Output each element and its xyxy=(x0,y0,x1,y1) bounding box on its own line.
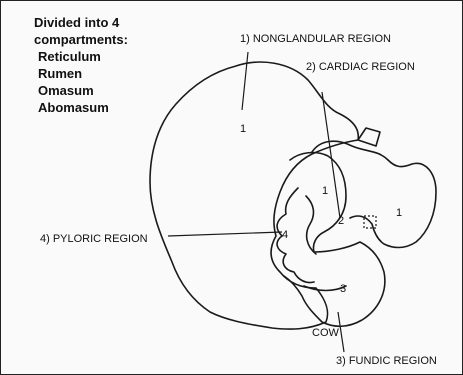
fundic-leader-line xyxy=(338,312,344,352)
pyloric-leader-line xyxy=(168,232,282,236)
abomasum-inner-fold xyxy=(306,196,316,254)
label-cow: COW xyxy=(312,327,340,339)
number-pyloric: 4 xyxy=(282,229,288,241)
label-nonglandular-region: 1) NONGLANDULAR REGION xyxy=(240,33,391,45)
nonglandular-leader-line xyxy=(242,52,248,110)
number-reticulum: 1 xyxy=(322,185,328,197)
number-fundic: 3 xyxy=(340,283,346,295)
label-cardiac-region: 2) CARDIAC REGION xyxy=(306,61,415,73)
number-omasum: 1 xyxy=(396,207,402,219)
number-rumen: 1 xyxy=(240,123,246,135)
esophagus-outline xyxy=(358,128,380,146)
label-fundic-region: 3) FUNDIC REGION xyxy=(336,355,437,367)
label-pyloric-region: 4) PYLORIC REGION xyxy=(40,233,148,245)
number-cardiac: 2 xyxy=(338,215,344,227)
